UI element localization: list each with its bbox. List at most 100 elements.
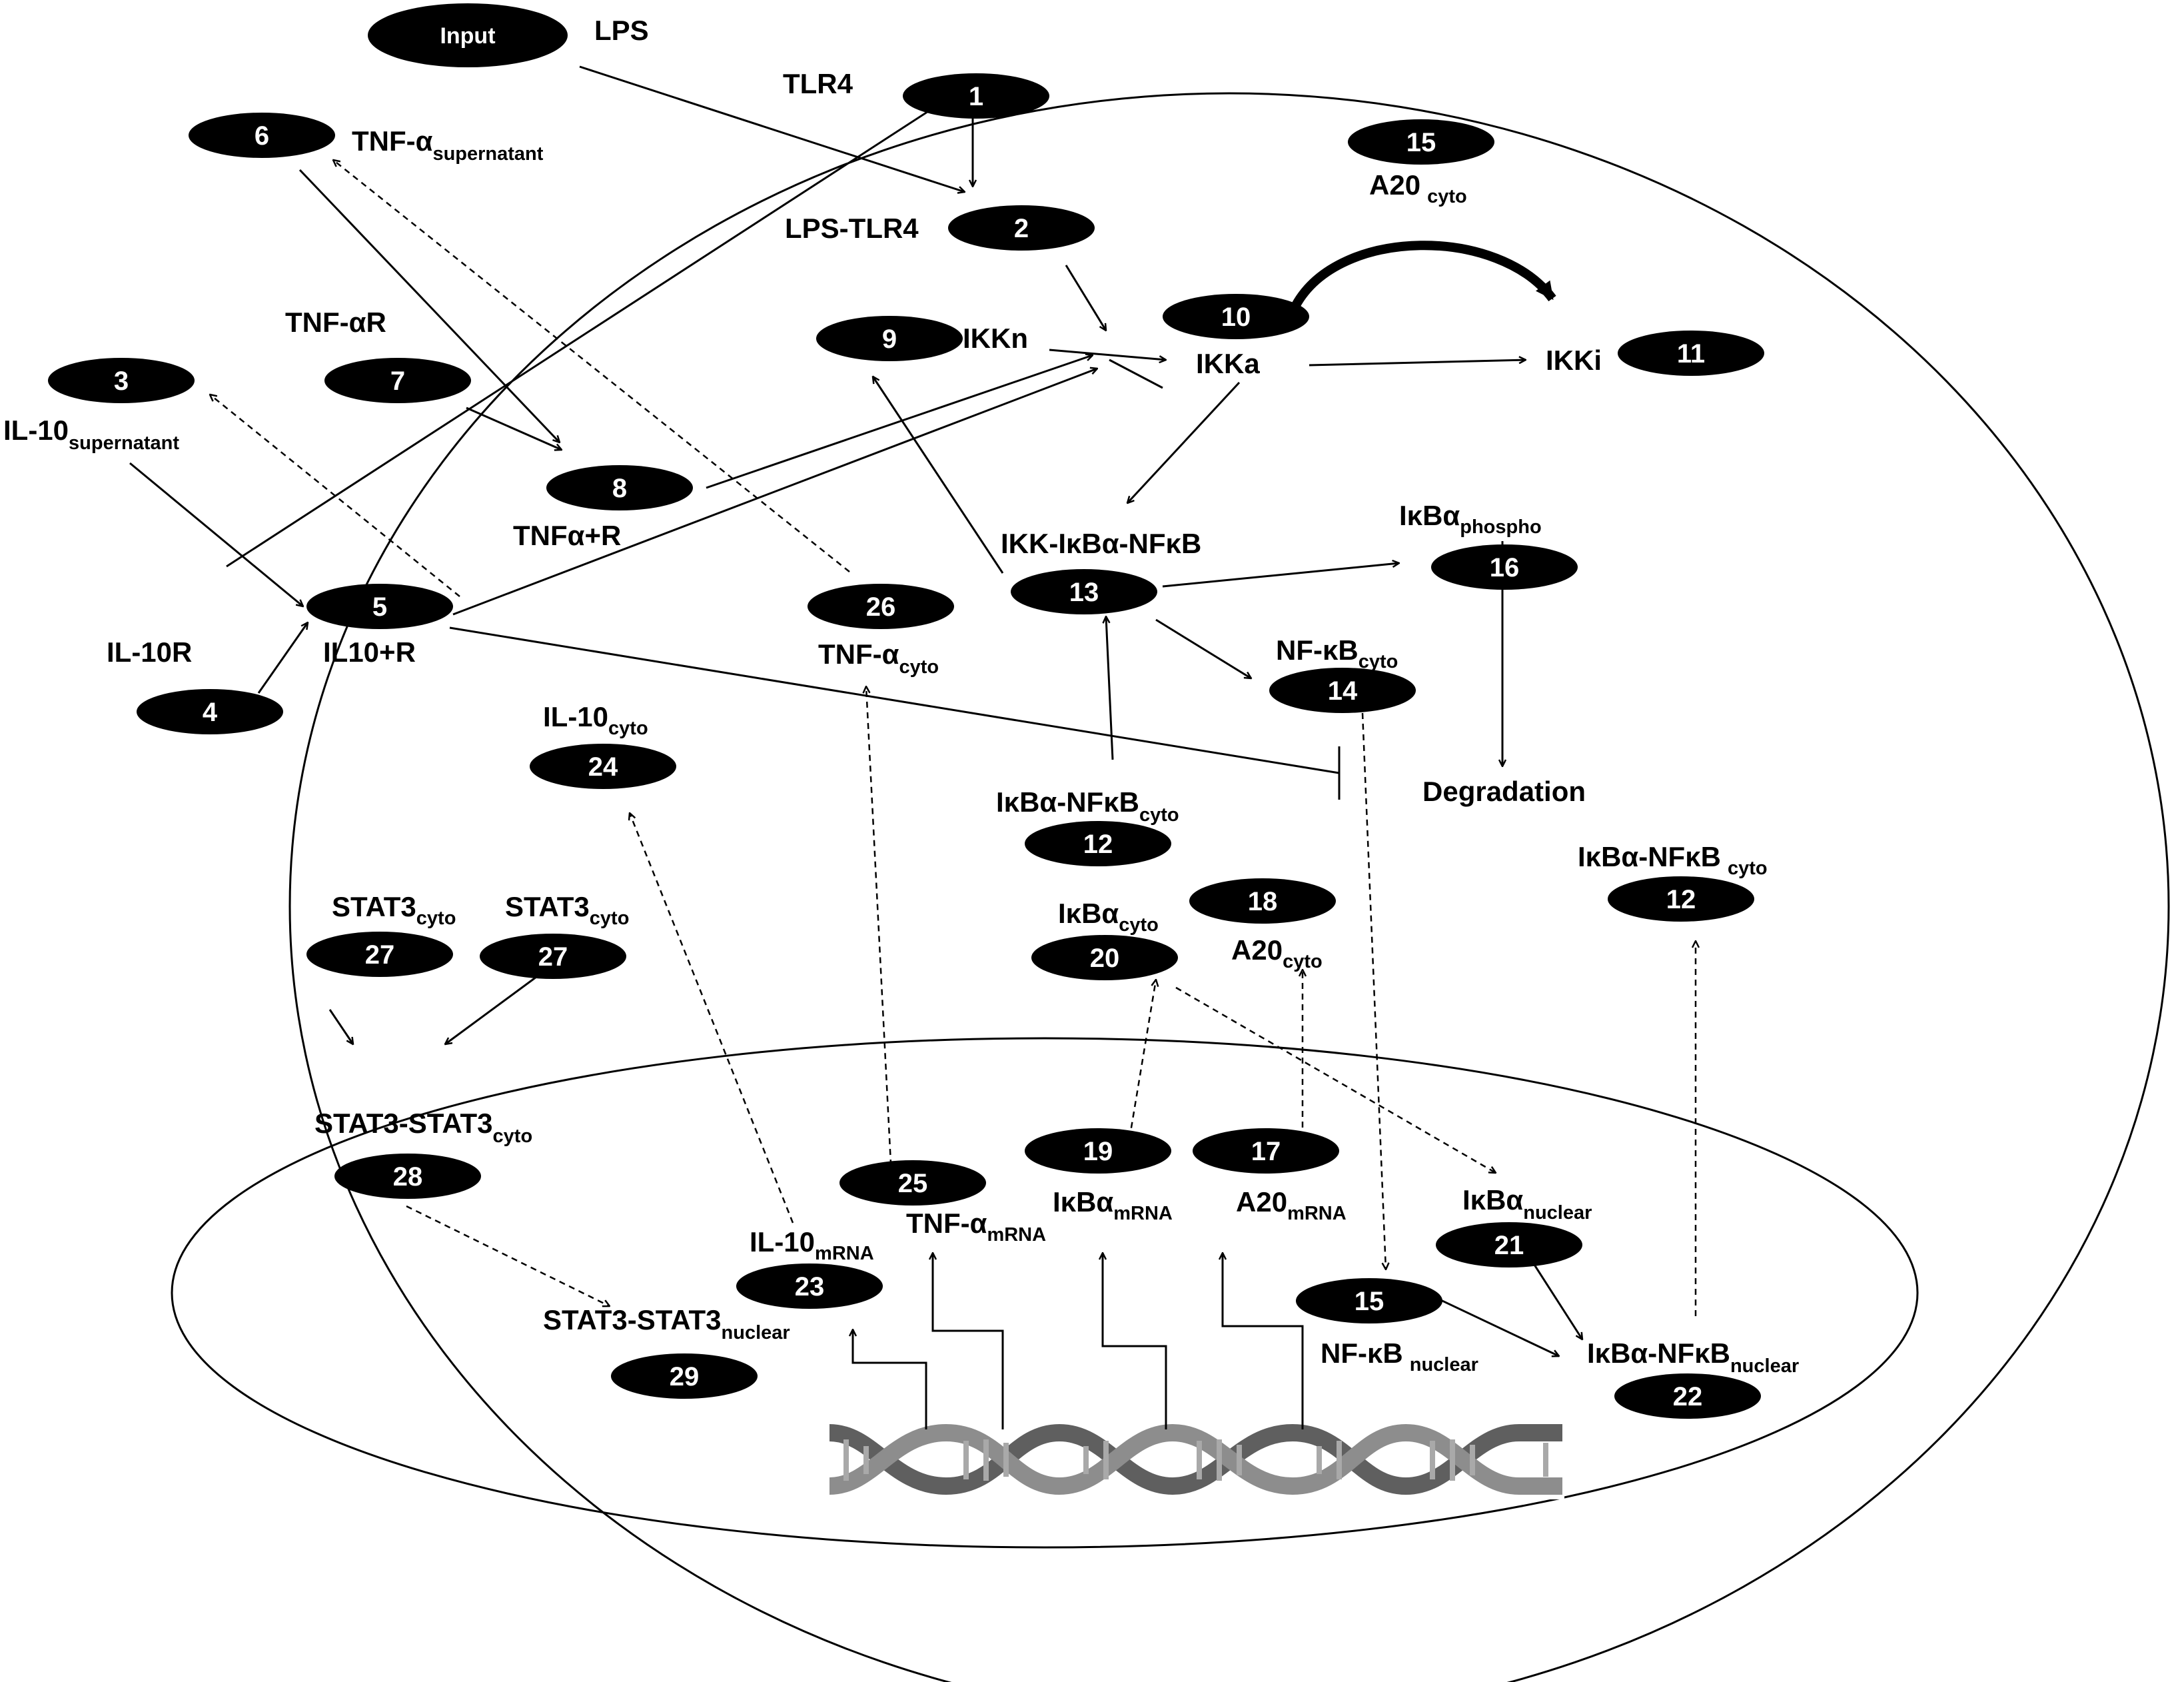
label-nfkb-cyto: NF-κBcyto (1276, 634, 1398, 672)
node-14-label: 14 (1328, 676, 1358, 706)
node-3-label: 3 (114, 367, 129, 396)
node-2-label: 2 (1014, 214, 1029, 243)
node-19: 19 (1025, 1128, 1171, 1174)
label-tnfa-r: TNFα+R (513, 520, 621, 551)
node-15-nuclear: 15 (1296, 1278, 1442, 1323)
label-tnf-mrna: TNF-αmRNA (906, 1208, 1046, 1246)
label-il10-r: IL10+R (323, 636, 416, 668)
node-24: 24 (530, 744, 676, 789)
label-tlr4: TLR4 (783, 68, 853, 99)
node-21: 21 (1436, 1222, 1582, 1267)
node-13: 13 (1011, 569, 1157, 614)
node-26-label: 26 (866, 592, 896, 622)
node-23: 23 (736, 1263, 883, 1309)
node-15-cyto: 15 (1348, 119, 1494, 165)
node-7: 7 (324, 358, 471, 403)
node-12-cyto-right: 12 (1608, 876, 1754, 922)
dna-helix (826, 1407, 1564, 1499)
node-input: Input (368, 3, 568, 67)
label-ikba-mrna: IκBαmRNA (1053, 1186, 1173, 1224)
node-12-cyto-right-label: 12 (1666, 885, 1696, 914)
label-ikk-ikba-nfkb: IKK-IκBα-NFκB (1001, 528, 1201, 559)
node-19-label: 19 (1083, 1137, 1113, 1166)
node-9: 9 (816, 316, 963, 361)
node-22: 22 (1614, 1373, 1761, 1419)
node-23-label: 23 (795, 1272, 825, 1301)
label-tnf-r: TNF-αR (285, 307, 386, 338)
node-28: 28 (334, 1154, 481, 1199)
node-4: 4 (137, 689, 283, 734)
label-a20-cyto: A20cyto (1231, 934, 1323, 972)
node-8-label: 8 (612, 474, 627, 503)
node-6-label: 6 (255, 121, 269, 151)
node-10: 10 (1163, 294, 1309, 339)
node-17-label: 17 (1251, 1137, 1281, 1166)
node-3: 3 (48, 358, 195, 403)
label-lps: LPS (594, 15, 649, 46)
node-12-cyto: 12 (1025, 821, 1171, 866)
connectors (129, 65, 1582, 1429)
node-14: 14 (1269, 668, 1416, 713)
label-ikba-nfkb-cyto: IκBα-NFκBcyto (996, 786, 1179, 826)
node-15-nuclear-label: 15 (1355, 1287, 1384, 1316)
node-22-label: 22 (1673, 1382, 1703, 1411)
node-15-cyto-label: 15 (1406, 128, 1436, 157)
label-a20-mrna: A20mRNA (1236, 1186, 1347, 1224)
node-18: 18 (1189, 878, 1336, 924)
node-27-b-label: 27 (538, 942, 568, 972)
node-25-label: 25 (898, 1169, 928, 1198)
node-18-label: 18 (1248, 887, 1278, 916)
node-7-label: 7 (390, 367, 405, 396)
label-ikka: IKKa (1196, 348, 1260, 379)
label-il10-mrna: IL-10mRNA (750, 1226, 874, 1264)
node-6: 6 (189, 113, 335, 158)
node-21-label: 21 (1494, 1231, 1524, 1260)
node-16: 16 (1431, 544, 1578, 590)
node-1-label: 1 (969, 82, 983, 111)
node-24-label: 24 (588, 752, 618, 782)
node-5: 5 (306, 584, 453, 629)
node-17: 17 (1193, 1128, 1339, 1174)
node-27-a-label: 27 (365, 940, 395, 970)
node-16-label: 16 (1490, 553, 1520, 582)
node-27-b: 27 (480, 934, 626, 979)
label-ikkn: IKKn (963, 323, 1028, 354)
label-tnf-supernatant: TNF-αsupernatant (352, 125, 544, 165)
node-20-label: 20 (1090, 944, 1120, 973)
label-ikba-cyto: IκBαcyto (1058, 898, 1159, 936)
node-27-a: 27 (306, 932, 453, 977)
label-stat3-nuclear: STAT3-STAT3nuclear (543, 1304, 790, 1343)
label-ikba-phospho: IκBαphospho (1399, 500, 1542, 538)
node-1: 1 (903, 73, 1049, 119)
node-8: 8 (546, 465, 693, 510)
label-tnf-cyto: TNF-αcyto (818, 638, 939, 678)
node-29: 29 (611, 1353, 758, 1399)
label-stat3-dimer-cyto: STAT3-STAT3cyto (314, 1108, 532, 1147)
node-12-cyto-label: 12 (1083, 830, 1113, 859)
label-il10-supernatant: IL-10supernatant (3, 415, 179, 454)
label-degradation: Degradation (1422, 776, 1586, 807)
node-28-label: 28 (393, 1162, 423, 1192)
node-2: 2 (948, 205, 1095, 251)
node-20: 20 (1031, 935, 1178, 980)
label-ikba-nuclear: IκBαnuclear (1462, 1184, 1592, 1224)
node-5-label: 5 (372, 592, 387, 622)
node-11: 11 (1618, 331, 1764, 376)
label-stat3-cyto-a: STAT3cyto (332, 891, 456, 929)
nucleus-membrane (171, 1037, 1919, 1549)
label-ikba-nfkb-nuclear: IκBα-NFκBnuclear (1587, 1337, 1799, 1377)
node-29-label: 29 (670, 1362, 700, 1391)
label-il10-cyto: IL-10cyto (543, 701, 648, 739)
node-13-label: 13 (1069, 578, 1099, 607)
label-ikki: IKKi (1546, 345, 1602, 376)
node-4-label: 4 (203, 698, 218, 727)
dashed-connectors (210, 160, 1696, 1316)
node-26: 26 (808, 584, 954, 629)
node-25: 25 (839, 1160, 986, 1206)
label-stat3-cyto-b: STAT3cyto (505, 891, 629, 929)
